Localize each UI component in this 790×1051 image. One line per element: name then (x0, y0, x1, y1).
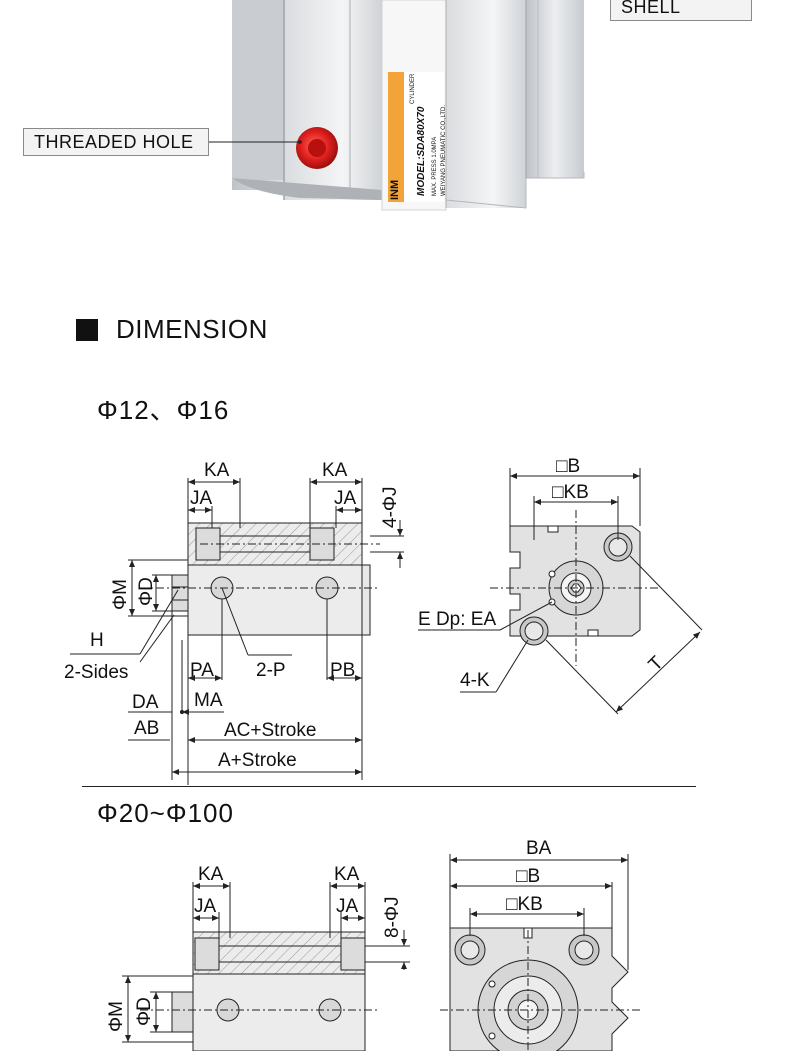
dim-pb: PB (330, 660, 355, 681)
variant-small-title: Φ12、Φ16 (97, 395, 230, 425)
label-press: MAX. PRESS 1.0MPA (432, 137, 438, 196)
dim-t: T (645, 652, 668, 675)
dim-da: DA (132, 692, 159, 713)
dim-b-large: □B (516, 866, 540, 887)
dim-phi-d: ΦD (136, 577, 157, 606)
label-maker: WEIYANG PNEUMATIC CO.,LTD. (441, 105, 447, 196)
dim-4-phi-j: 4-ΦJ (380, 486, 401, 528)
dim-ba: BA (526, 838, 552, 859)
dim-4-k: 4-K (460, 670, 490, 691)
section-marker-square (76, 319, 98, 341)
large-cylinder-drawing: KA KA JA JA 8-ΦJ ΦM ΦD BA □B □KB (106, 838, 640, 1051)
dim-ac-stroke: AC+Stroke (224, 720, 316, 741)
dim-e-dp: E Dp: EA (418, 609, 496, 630)
dim-ka-right-large: KA (334, 864, 360, 885)
dim-phi-d-large: ΦD (134, 997, 155, 1026)
dim-2-p: 2-P (256, 660, 286, 681)
dim-ja-right-large: JA (336, 896, 359, 917)
label-model: MODEL:SDA80X70 (416, 106, 427, 196)
threaded-hole-callout: THREADED HOLE (23, 128, 209, 156)
cylinder-photo: INM CYLINDER MODEL:SDA80X70 MAX. PRESS 1… (208, 0, 585, 211)
label-tagline: CYLINDER (410, 73, 416, 104)
dim-phi-m-large: ΦM (106, 1001, 127, 1032)
dim-phi-m: ΦM (110, 579, 131, 610)
dim-ja-left-large: JA (194, 896, 217, 917)
section-divider (82, 786, 696, 787)
dimension-title: DIMENSION (116, 314, 268, 344)
dim-b: □B (556, 456, 580, 477)
dim-h: H (90, 630, 104, 651)
dim-ma: MA (194, 690, 223, 711)
label-brand: INM (389, 180, 401, 200)
dim-ka-left: KA (204, 460, 230, 481)
variant-large-title: Φ20~Φ100 (97, 798, 234, 828)
small-cylinder-drawing: KA KA JA JA 4-ΦJ ΦM ΦD H 2-Sides PA 2-P … (64, 456, 703, 785)
dim-ka-left-large: KA (198, 864, 224, 885)
dim-kb: □KB (552, 482, 589, 503)
dim-kb-large: □KB (506, 894, 543, 915)
dim-a-stroke: A+Stroke (218, 750, 297, 771)
dim-ka-right: KA (322, 460, 348, 481)
dim-ja-right: JA (334, 488, 357, 509)
dim-2-sides: 2-Sides (64, 662, 128, 683)
dim-ab: AB (134, 718, 159, 739)
dim-pa: PA (190, 660, 214, 681)
shell-callout: SHELL (610, 0, 752, 21)
dim-8-phi-j: 8-ΦJ (382, 896, 403, 938)
dim-ja-left: JA (190, 488, 213, 509)
